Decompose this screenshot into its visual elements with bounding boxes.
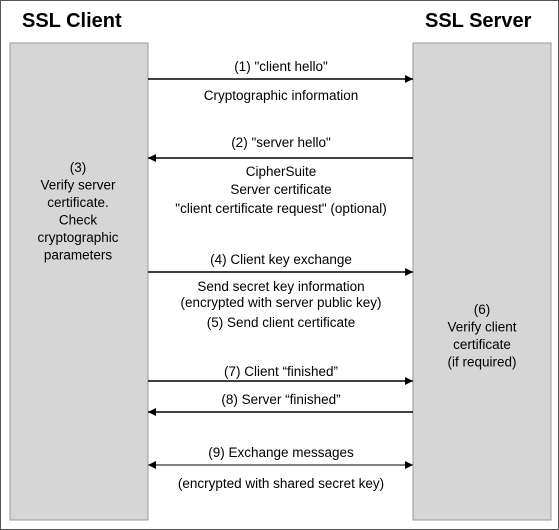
message-flow: (1) "client hello" Cryptographic informat… xyxy=(148,59,413,491)
client-panel xyxy=(9,42,149,521)
client-note-line: Check xyxy=(59,213,98,228)
client-note-line: cryptographic xyxy=(37,230,118,245)
client-note-line: certificate. xyxy=(47,195,109,210)
message-detail: (encrypted with server public key) xyxy=(180,295,381,310)
message-label: (9) Exchange messages xyxy=(208,445,354,460)
client-title: SSL Client xyxy=(22,10,122,32)
server-note-line: (if required) xyxy=(447,355,516,370)
server-verification-note: (6) Verify client certificate (if required) xyxy=(447,302,516,370)
server-title: SSL Server xyxy=(425,10,532,32)
message-detail: (5) Send client certificate xyxy=(207,315,356,330)
message-label: (1) "client hello" xyxy=(234,59,328,74)
server-panel xyxy=(412,42,552,521)
server-note-line: Verify client xyxy=(447,320,516,335)
client-note-line: Verify server xyxy=(40,178,116,193)
message-detail: Send secret key information xyxy=(197,279,364,294)
message-label: (7) Client “finished” xyxy=(224,364,338,379)
client-note-line: (3) xyxy=(70,160,87,175)
server-note-line: certificate xyxy=(453,337,511,352)
message-label: (4) Client key exchange xyxy=(210,252,352,267)
client-note-line: parameters xyxy=(44,248,113,263)
message-detail: (encrypted with shared secret key) xyxy=(178,476,384,491)
message-detail: "client certificate request" (optional) xyxy=(175,201,386,216)
message-detail: Server certificate xyxy=(230,182,331,197)
message-label: (2) "server hello" xyxy=(231,135,331,150)
message-detail: Cryptographic information xyxy=(204,88,359,103)
message-label: (8) Server “finished” xyxy=(221,392,340,407)
client-verification-note: (3) Verify server certificate. Check cryptog… xyxy=(37,160,118,263)
server-note-line: (6) xyxy=(474,302,491,317)
message-detail: CipherSuite xyxy=(246,164,317,179)
